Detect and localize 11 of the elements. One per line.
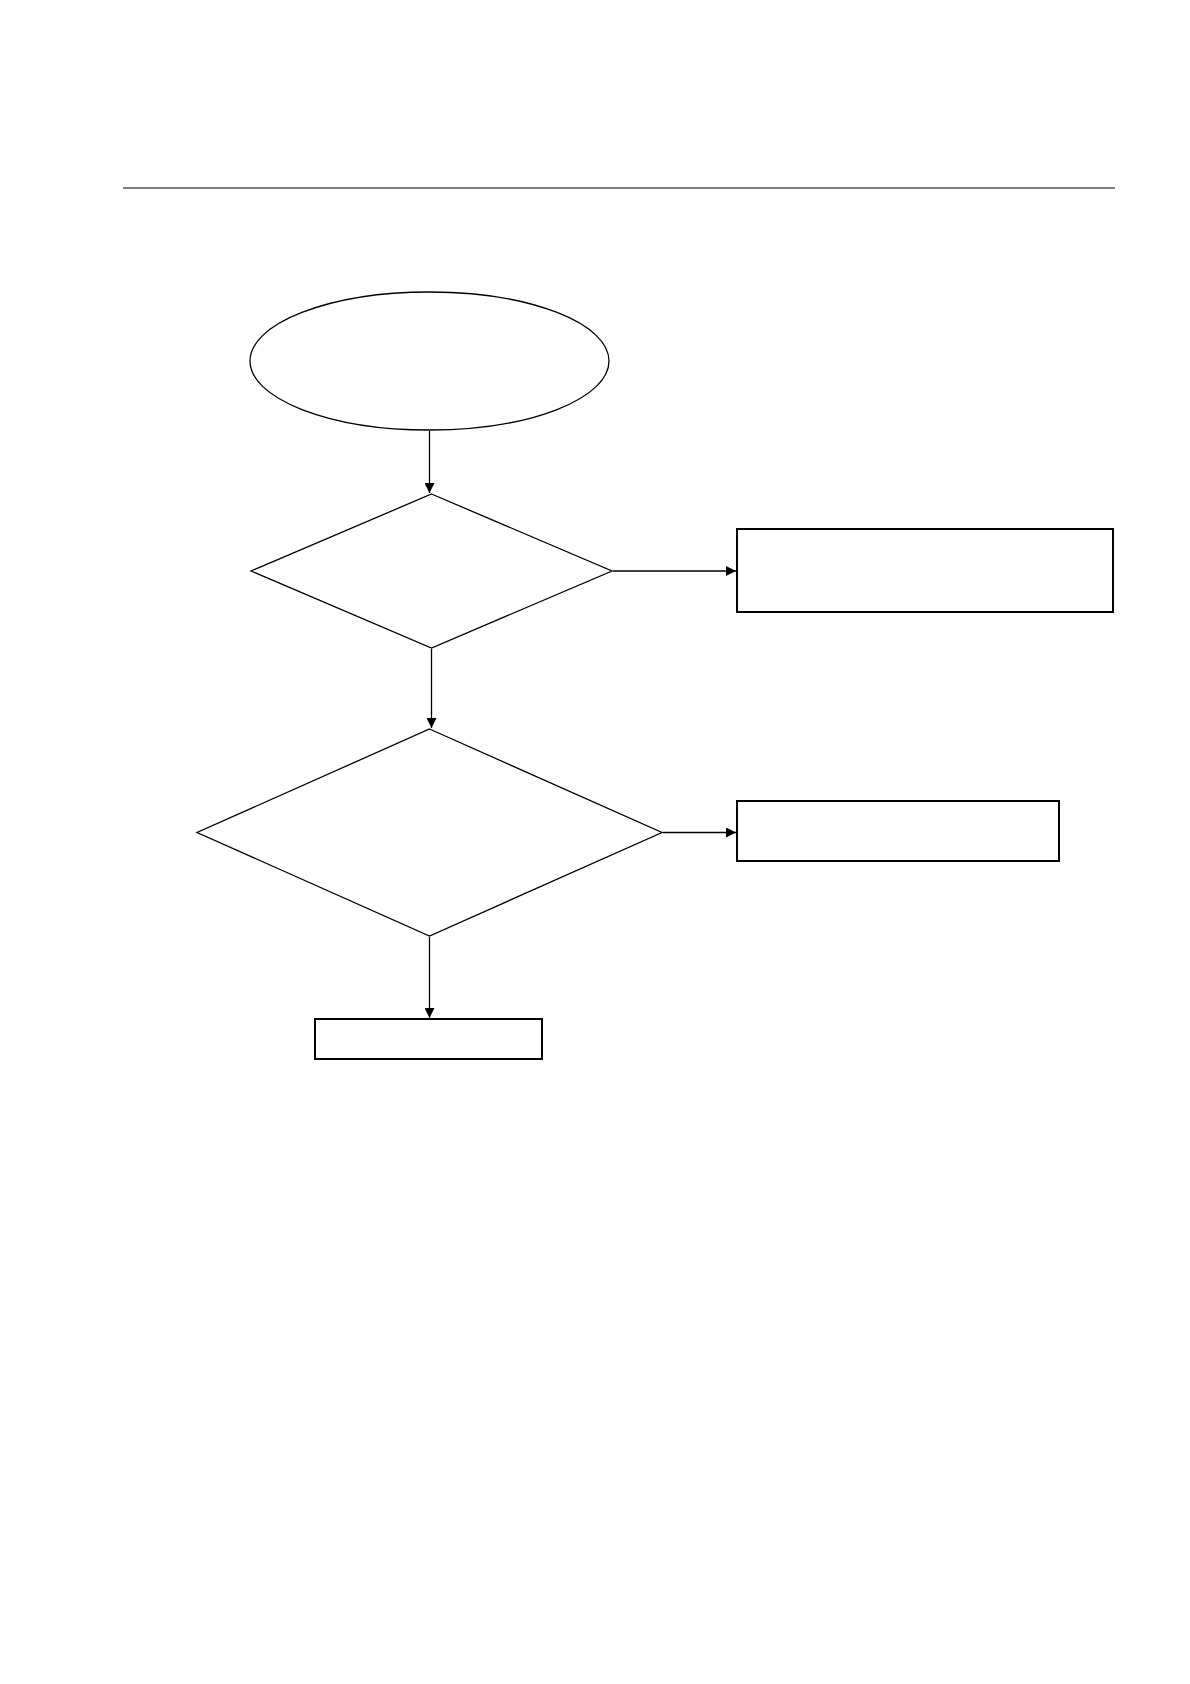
process-box <box>736 800 1060 862</box>
arrow <box>426 648 437 729</box>
arrow <box>612 566 737 576</box>
process-box <box>314 1018 543 1060</box>
arrow <box>662 827 737 838</box>
decision-diamond <box>250 493 613 649</box>
arrow <box>424 430 435 494</box>
arrow <box>424 936 435 1019</box>
start-ellipse <box>249 291 610 431</box>
decision-diamond <box>196 728 663 937</box>
process-box <box>736 528 1114 613</box>
